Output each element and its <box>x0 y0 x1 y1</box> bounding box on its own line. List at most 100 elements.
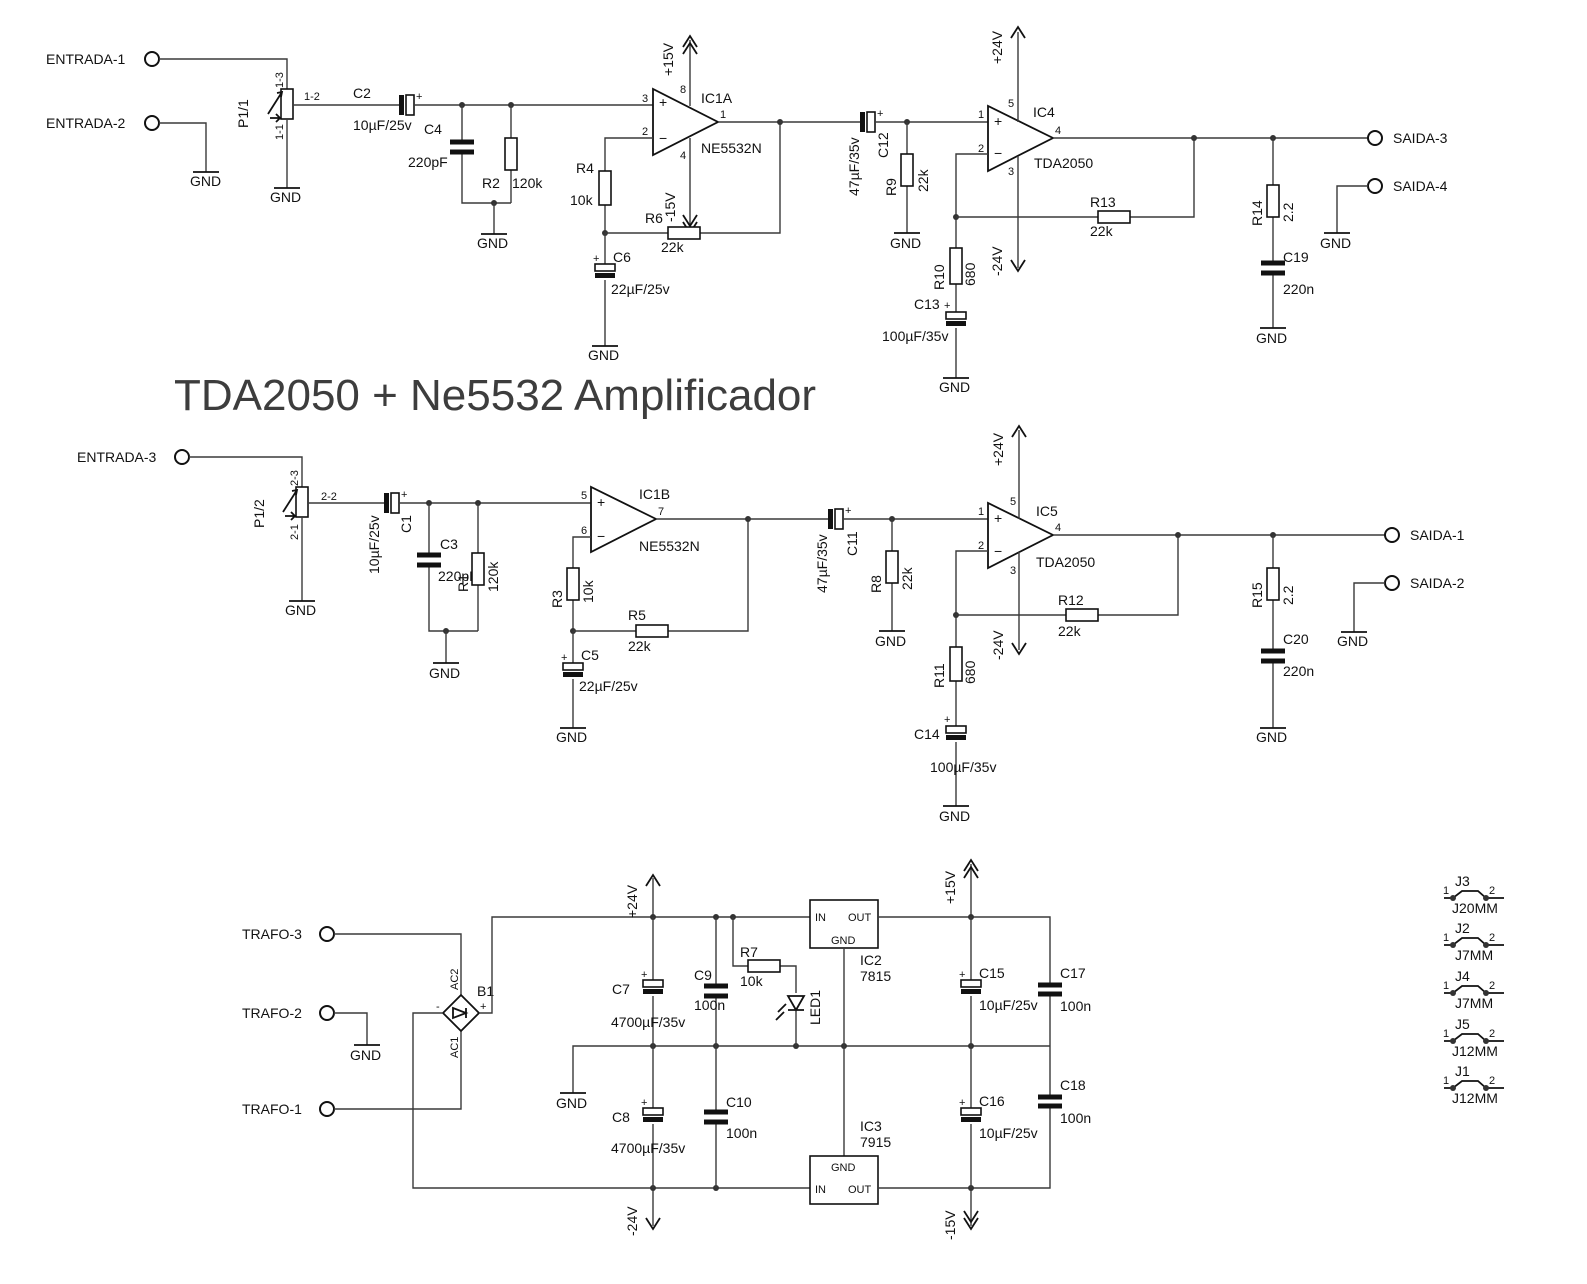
schematic-title: TDA2050 + Ne5532 Amplificador <box>174 371 816 420</box>
terminal-trafo-2[interactable] <box>319 1005 335 1021</box>
cap-c2[interactable] <box>405 94 415 116</box>
pot-p1-2[interactable] <box>295 486 309 518</box>
resistor-r14-value: 2.2 <box>1280 202 1296 222</box>
terminal-trafo-3[interactable] <box>319 926 335 942</box>
cap-c6[interactable] <box>594 263 616 272</box>
terminal-trafo-1[interactable] <box>319 1101 335 1117</box>
cap-c13[interactable] <box>945 311 967 320</box>
jumper-j2[interactable]: J2 1 2 J7MM <box>1443 920 1504 963</box>
terminal-saida-3[interactable] <box>1367 130 1383 146</box>
resistor-r14-name: R14 <box>1249 200 1265 226</box>
wire <box>572 1045 1050 1093</box>
pin-number: 6 <box>581 525 587 537</box>
wire <box>412 1012 810 1189</box>
cap-c16[interactable] <box>960 1107 982 1116</box>
amp-ic5[interactable] <box>987 501 1056 570</box>
resistor-r1[interactable] <box>471 552 485 586</box>
rail-label: +24V <box>624 884 640 918</box>
cap-c14[interactable] <box>945 725 967 734</box>
terminal-entrada-1-label: ENTRADA-1 <box>46 51 126 67</box>
led-icon[interactable] <box>786 995 806 1012</box>
gnd-label: GND <box>1256 729 1287 745</box>
resistor-r2-name: R2 <box>482 175 500 191</box>
resistor-r10[interactable] <box>949 247 963 285</box>
rail-arrow-up-icon <box>1011 424 1027 438</box>
opamp-minus-sign: − <box>659 130 667 146</box>
resistor-r4[interactable] <box>598 170 612 206</box>
cap-c7-value: 4700µF/35v <box>611 1014 685 1030</box>
jumper-j4[interactable]: J4 1 2 J7MM <box>1443 968 1504 1011</box>
cap-c15[interactable] <box>960 979 982 988</box>
jumper-j5[interactable]: J5 1 2 J12MM <box>1443 1016 1504 1059</box>
resistor-r15[interactable] <box>1266 567 1280 601</box>
resistor-r7[interactable] <box>747 959 781 973</box>
pin-number: 7 <box>658 506 664 518</box>
wire <box>159 58 288 89</box>
amp-ic4[interactable] <box>987 104 1056 173</box>
wire <box>1336 185 1368 233</box>
resistor-r3[interactable] <box>566 567 580 601</box>
resistor-r6[interactable] <box>667 226 701 240</box>
jumper-pin: 2 <box>1489 980 1495 992</box>
opamp-ic1b[interactable] <box>590 485 659 554</box>
pin-number: 1 <box>978 109 984 121</box>
terminal-entrada-2[interactable] <box>144 115 160 131</box>
cap-c11[interactable] <box>834 508 844 530</box>
resistor-r11[interactable] <box>949 646 963 682</box>
wire <box>428 503 478 632</box>
regulator-ic2[interactable] <box>809 899 879 949</box>
rail-arrow-up-icon <box>963 858 979 879</box>
wire <box>878 1046 1051 1189</box>
cap-c6-value: 22µF/25v <box>611 281 670 297</box>
diode-icon <box>452 1006 469 1020</box>
cap-c8[interactable] <box>642 1107 664 1116</box>
resistor-r8[interactable] <box>885 550 899 584</box>
cap-c5[interactable] <box>562 662 584 671</box>
terminal-saida-1[interactable] <box>1384 527 1400 543</box>
cap-c12-name: C12 <box>875 132 891 158</box>
bridge-minus-label: - <box>436 1001 440 1013</box>
bridge-plus-label: + <box>480 1001 486 1013</box>
resistor-r9[interactable] <box>900 153 914 187</box>
pot-arrow-icon <box>282 488 299 513</box>
cap-c18-name: C18 <box>1060 1077 1086 1093</box>
cap-c1[interactable] <box>390 492 400 514</box>
bridge-rectifier-b1[interactable] <box>441 993 481 1033</box>
pot-p1-1[interactable] <box>280 88 294 120</box>
jumper-j1[interactable]: J1 1 2 J12MM <box>1443 1063 1504 1106</box>
cap-c11-value: 47µF/35v <box>814 534 830 593</box>
channel-b: ENTRADA-3 GND P1/2 2-3 2-1 2-2 + 10µF/25… <box>77 424 1465 824</box>
terminal-entrada-1[interactable] <box>144 51 160 67</box>
rail-label: +15V <box>660 42 676 76</box>
rail-arrow-up-icon <box>682 34 698 55</box>
terminal-trafo-1-label: TRAFO-1 <box>242 1101 302 1117</box>
resistor-r14[interactable] <box>1266 184 1280 218</box>
resistor-r3-name: R3 <box>549 590 565 608</box>
cap-c19-name: C19 <box>1283 249 1309 265</box>
pin-number: 5 <box>1010 496 1016 508</box>
resistor-r12[interactable] <box>1065 608 1099 622</box>
cap-c6-name: C6 <box>613 249 631 265</box>
pin-number: 4 <box>1055 125 1061 137</box>
resistor-r1-value: 120k <box>485 561 501 592</box>
opamp-ic1b-name: IC1B <box>639 486 670 502</box>
resistor-r5[interactable] <box>635 624 669 638</box>
regulator-ic3[interactable] <box>809 1155 879 1205</box>
jumper-value: J7MM <box>1455 947 1493 963</box>
terminal-saida-2[interactable] <box>1384 575 1400 591</box>
cap-c12[interactable] <box>866 111 876 133</box>
cap-c13-value: 100µF/35v <box>882 328 948 344</box>
resistor-r2[interactable] <box>504 137 518 171</box>
cap-c16-value: 10µF/25v <box>979 1125 1038 1141</box>
amp-ic4-part: TDA2050 <box>1034 155 1093 171</box>
gnd-label: GND <box>477 235 508 251</box>
gnd-label: GND <box>285 602 316 618</box>
terminal-trafo-2-label: TRAFO-2 <box>242 1005 302 1021</box>
cap-c16-name: C16 <box>979 1093 1005 1109</box>
cap-c7[interactable] <box>642 979 664 988</box>
opamp-ic1a[interactable] <box>652 87 720 157</box>
terminal-entrada-3[interactable] <box>174 449 190 465</box>
resistor-r13[interactable] <box>1097 210 1131 224</box>
jumper-j3[interactable]: J3 1 2 J20MM <box>1443 873 1504 916</box>
terminal-saida-4[interactable] <box>1367 178 1383 194</box>
